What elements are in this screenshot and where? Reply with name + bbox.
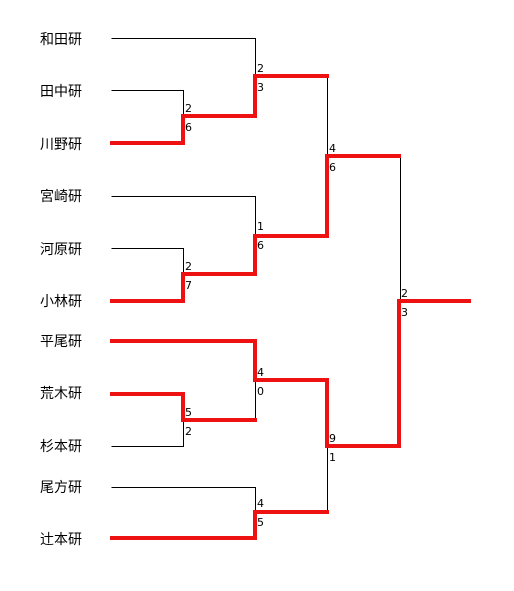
team-kawano: 川野研 bbox=[40, 137, 82, 153]
score-r1-kawahara: 2 bbox=[185, 260, 192, 273]
team-kawahara: 河原研 bbox=[40, 242, 82, 258]
line-final-upper bbox=[399, 155, 401, 301]
loser-lines bbox=[111, 38, 401, 512]
team-ogata: 尾方研 bbox=[40, 480, 82, 496]
score-final-lower: 3 bbox=[401, 306, 408, 319]
line-tanaka bbox=[111, 90, 184, 116]
line-wada bbox=[111, 38, 256, 76]
line-miyazaki bbox=[111, 196, 256, 236]
line-semi-bottom-path bbox=[325, 299, 471, 448]
team-sugimoto: 杉本研 bbox=[40, 439, 82, 455]
score-r1-kawano: 6 bbox=[185, 121, 192, 134]
team-tanaka: 田中研 bbox=[40, 84, 82, 100]
team-wada: 和田研 bbox=[40, 32, 82, 48]
line-hirao-path bbox=[110, 339, 329, 382]
score-semi-top-lower: 6 bbox=[329, 161, 336, 174]
score-semi-bottom-upper: 9 bbox=[329, 432, 336, 445]
score-r2-araki: 0 bbox=[257, 385, 264, 398]
line-kobayashi-path bbox=[110, 154, 401, 303]
score-semi-bottom-lower: 1 bbox=[329, 451, 336, 464]
scores: 2 6 2 7 5 2 2 3 1 6 4 0 4 5 4 6 9 1 2 3 bbox=[185, 62, 408, 529]
score-semi-top-upper: 4 bbox=[329, 142, 336, 155]
score-r2-miyazaki: 1 bbox=[257, 220, 264, 233]
score-r1-kobayashi: 7 bbox=[185, 279, 192, 292]
team-miyazaki: 宮崎研 bbox=[40, 189, 82, 205]
team-hirao: 平尾研 bbox=[40, 334, 82, 350]
score-r2-tsujimoto: 5 bbox=[257, 516, 264, 529]
score-r1-araki: 5 bbox=[185, 406, 192, 419]
score-r1-tanaka: 2 bbox=[185, 102, 192, 115]
team-kobayashi: 小林研 bbox=[40, 294, 82, 310]
score-r2-wada: 2 bbox=[257, 62, 264, 75]
line-tsujimoto-path bbox=[110, 510, 329, 540]
team-araki: 荒木研 bbox=[40, 386, 82, 402]
line-araki-path bbox=[110, 392, 257, 422]
line-ogata bbox=[111, 487, 256, 512]
score-r2-ogata: 4 bbox=[257, 497, 264, 510]
team-tsujimoto: 辻本研 bbox=[40, 532, 82, 548]
score-r2-hirao: 4 bbox=[257, 366, 264, 379]
score-final-upper: 2 bbox=[401, 287, 408, 300]
line-kawahara bbox=[111, 248, 184, 274]
team-names: 和田研 田中研 川野研 宮崎研 河原研 小林研 平尾研 荒木研 杉本研 尾方研 … bbox=[40, 32, 82, 548]
line-sugimoto bbox=[111, 420, 184, 447]
score-r2-kobayashi: 6 bbox=[257, 239, 264, 252]
line-kawano-path bbox=[110, 74, 329, 145]
winner-lines bbox=[110, 74, 471, 540]
score-r1-sugimoto: 2 bbox=[185, 425, 192, 438]
score-r2-kawano: 3 bbox=[257, 81, 264, 94]
